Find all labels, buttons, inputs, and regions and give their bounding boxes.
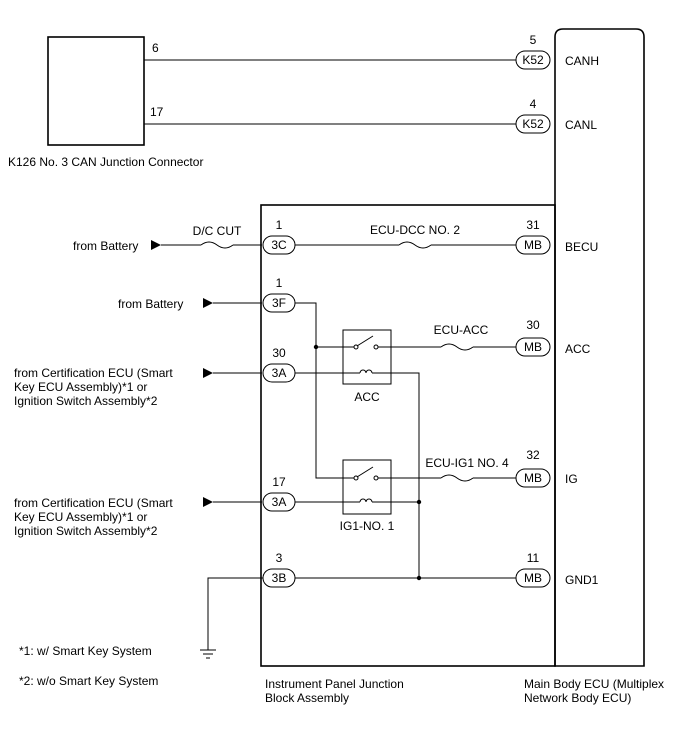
from-battery-1-label: from Battery bbox=[73, 239, 138, 253]
ecu-ig1-fuse-icon bbox=[440, 474, 474, 482]
connector-mb-acc bbox=[515, 337, 551, 357]
ground-icon bbox=[200, 649, 216, 659]
connector-k52-canl bbox=[515, 114, 551, 134]
ground-junction-dot bbox=[416, 575, 422, 581]
connector-3a-ig-pin: 17 bbox=[272, 475, 286, 489]
connector-3c-pin: 1 bbox=[276, 218, 283, 232]
ig-pin-ecu: 32 bbox=[526, 448, 540, 462]
junction-block-label-2: Block Assembly bbox=[265, 691, 349, 705]
connector-k52-canh-label: K52 bbox=[522, 53, 544, 67]
connector-3f-pin: 1 bbox=[276, 276, 283, 290]
becu-terminal-name: BECU bbox=[565, 240, 598, 254]
acc-relay-box bbox=[342, 329, 392, 385]
feed-junction-dot bbox=[313, 344, 319, 350]
acc-relay-coil-icon bbox=[359, 369, 373, 374]
cert-ecu-1-line3: Ignition Switch Assembly*2 bbox=[14, 394, 158, 408]
connector-mb-ig bbox=[515, 468, 551, 488]
main-body-ecu-box bbox=[554, 28, 645, 667]
footnote-2: *2: w/o Smart Key System bbox=[19, 674, 158, 688]
acc-terminal-name: ACC bbox=[565, 342, 591, 356]
ecu-dcc-fuse-label: ECU-DCC NO. 2 bbox=[370, 223, 460, 237]
cert-ecu-1-line2: Key ECU Assembly)*1 or bbox=[14, 380, 147, 394]
cert-ecu-1-arrow-icon bbox=[203, 368, 213, 378]
ecu-acc-fuse-icon bbox=[440, 343, 474, 351]
junction-block-label-1: Instrument Panel Junction bbox=[265, 677, 404, 691]
canh-pin-ecu: 5 bbox=[530, 33, 537, 47]
ecu-dcc-fuse-icon bbox=[398, 241, 432, 249]
acc-pin-ecu: 30 bbox=[526, 318, 540, 332]
dc-cut-label: D/C CUT bbox=[193, 224, 242, 238]
connector-3a-acc-label: 3A bbox=[272, 366, 287, 380]
dc-cut-fuse-icon bbox=[200, 241, 234, 249]
main-body-ecu-label-1: Main Body ECU (Multiplex bbox=[524, 677, 664, 691]
coil-ground-bus bbox=[391, 372, 420, 578]
connector-mb-becu bbox=[515, 235, 551, 255]
canh-terminal-name: CANH bbox=[565, 54, 599, 68]
footnote-1: *1: w/ Smart Key System bbox=[19, 644, 152, 658]
can-junction-connector-box bbox=[47, 36, 145, 146]
from-battery-2-label: from Battery bbox=[118, 297, 183, 311]
connector-mb-ig-label: MB bbox=[524, 471, 542, 485]
ground-wire bbox=[207, 577, 263, 650]
junction-block-box bbox=[260, 204, 556, 667]
cert-ecu-2-line3: Ignition Switch Assembly*2 bbox=[14, 524, 158, 538]
connector-3b-pin: 3 bbox=[276, 551, 283, 565]
cert-ecu-1-line1: from Certification ECU (Smart bbox=[14, 366, 173, 380]
canl-pin-ecu: 4 bbox=[530, 97, 537, 111]
connector-3f-label: 3F bbox=[272, 296, 286, 310]
ecu-acc-fuse-label: ECU-ACC bbox=[434, 323, 489, 337]
acc-relay-switch-icon bbox=[356, 335, 374, 347]
connector-mb-becu-label: MB bbox=[524, 238, 542, 252]
connector-3c-label: 3C bbox=[271, 238, 287, 252]
main-body-ecu-label-2: Network Body ECU) bbox=[524, 691, 631, 705]
ig1-relay-box bbox=[342, 459, 392, 515]
canl-pin-left: 17 bbox=[150, 105, 164, 119]
connector-3a-acc-pin: 30 bbox=[272, 346, 286, 360]
cert-ecu-2-line2: Key ECU Assembly)*1 or bbox=[14, 510, 147, 524]
ig-terminal-name: IG bbox=[565, 472, 578, 486]
ecu-ig1-fuse-label: ECU-IG1 NO. 4 bbox=[425, 456, 509, 470]
ig1-relay-label: IG1-NO. 1 bbox=[340, 519, 395, 533]
connector-k52-canh bbox=[515, 50, 551, 70]
canl-terminal-name: CANL bbox=[565, 118, 597, 132]
canh-pin-left: 6 bbox=[152, 41, 159, 55]
gnd1-terminal-name: GND1 bbox=[565, 573, 599, 587]
becu-pin-ecu: 31 bbox=[526, 218, 540, 232]
can-junction-connector-label: K126 No. 3 CAN Junction Connector bbox=[8, 155, 203, 169]
connector-3b-label: 3B bbox=[272, 571, 287, 585]
ig-coil-junction-dot bbox=[416, 499, 422, 505]
acc-relay-label: ACC bbox=[354, 390, 380, 404]
connector-mb-gnd1-label: MB bbox=[524, 571, 542, 585]
connector-3a-ig-label: 3A bbox=[272, 495, 287, 509]
battery-2-arrow-icon bbox=[203, 298, 213, 308]
connector-mb-gnd1 bbox=[515, 568, 551, 588]
cert-ecu-2-line1: from Certification ECU (Smart bbox=[14, 496, 173, 510]
connector-mb-acc-label: MB bbox=[524, 340, 542, 354]
battery-1-arrow-icon bbox=[151, 240, 161, 250]
gnd1-pin-ecu: 11 bbox=[527, 551, 540, 565]
ig1-relay-coil-icon bbox=[359, 498, 373, 503]
cert-ecu-2-arrow-icon bbox=[203, 497, 213, 507]
relay-feed-wire bbox=[295, 302, 345, 479]
ig1-relay-switch-icon bbox=[356, 466, 374, 478]
connector-k52-canl-label: K52 bbox=[522, 117, 544, 131]
